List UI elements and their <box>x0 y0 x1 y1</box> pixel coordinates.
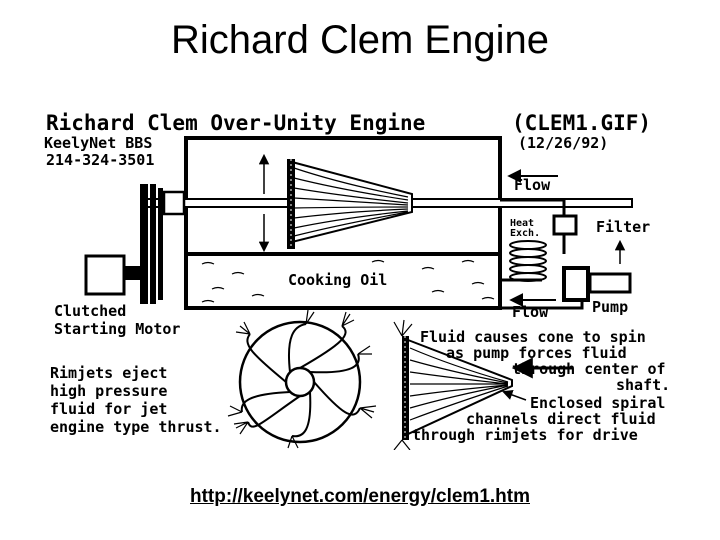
heat-exch-label-2: Exch. <box>510 228 540 239</box>
rimjets-label-1: Rimjets eject <box>50 364 167 382</box>
source-link[interactable]: http://keelynet.com/energy/clem1.htm <box>190 486 530 507</box>
spiral-label-2: channels direct fluid <box>466 410 656 428</box>
cone-label-1: Fluid causes cone to spin <box>420 328 646 346</box>
rimjets-label-3: fluid for jet <box>50 400 167 418</box>
pump-unit <box>562 266 632 302</box>
filter-label: Filter <box>596 218 650 236</box>
heat-exchanger-coil <box>508 240 548 282</box>
file-reference: (CLEM1.GIF) <box>512 111 651 135</box>
spinning-cone <box>287 159 413 249</box>
rimjet-wheel <box>227 309 377 449</box>
pump-label: Pump <box>592 298 628 316</box>
filter-unit <box>552 214 578 236</box>
spiral-label-1: Enclosed spiral <box>530 394 665 412</box>
clutch-label-2: Starting Motor <box>54 320 180 338</box>
diagram-heading: Richard Clem Over-Unity Engine <box>46 111 425 135</box>
spiral-label-3: through rimjets for drive <box>412 426 638 444</box>
slide-title: Richard Clem Engine <box>171 18 549 62</box>
cone-label-3: through center of <box>512 360 666 378</box>
cone-label-2: as pump forces fluid <box>446 344 627 362</box>
starting-motor <box>84 184 186 304</box>
engine-diagram: Richard Clem Over-Unity Engine (CLEM1.GI… <box>44 111 670 450</box>
clutch-label-1: Clutched <box>54 302 126 320</box>
cooking-oil-label: Cooking Oil <box>288 271 387 289</box>
flow-label-top: Flow <box>514 176 551 194</box>
cone-detail <box>393 319 513 450</box>
cooking-oil-chamber: Cooking Oil <box>201 259 495 303</box>
engine-housing <box>184 136 502 310</box>
rimjets-label-4: engine type thrust. <box>50 418 222 436</box>
rimjets-label-2: high pressure <box>50 382 167 400</box>
date-label: (12/26/92) <box>518 134 608 152</box>
spiral-pointer-arrow <box>502 389 527 401</box>
flow-label-bottom: Flow <box>512 303 549 321</box>
heat-exch-label-1: Heat <box>510 218 534 229</box>
source-bbs: KeelyNet BBS <box>44 134 152 152</box>
source-phone: 214-324-3501 <box>46 151 154 169</box>
cone-label-4: shaft. <box>616 376 670 394</box>
